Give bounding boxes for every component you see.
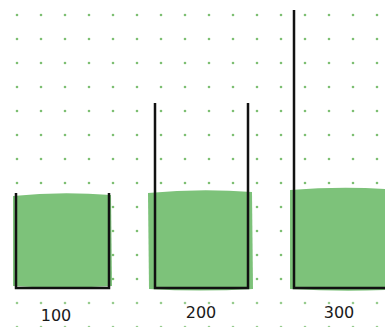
liquid-fill bbox=[290, 188, 385, 291]
container-outline bbox=[16, 193, 109, 288]
container-outline bbox=[294, 10, 385, 288]
volume-label: 300 bbox=[324, 305, 355, 321]
container-outline bbox=[155, 103, 248, 288]
liquid-fill bbox=[148, 190, 253, 290]
dot-grid bbox=[0, 300, 385, 327]
volume-label: 100 bbox=[41, 308, 72, 324]
volume-label: 200 bbox=[186, 305, 217, 321]
dot-grid bbox=[0, 0, 385, 300]
liquid-fill bbox=[13, 193, 112, 287]
